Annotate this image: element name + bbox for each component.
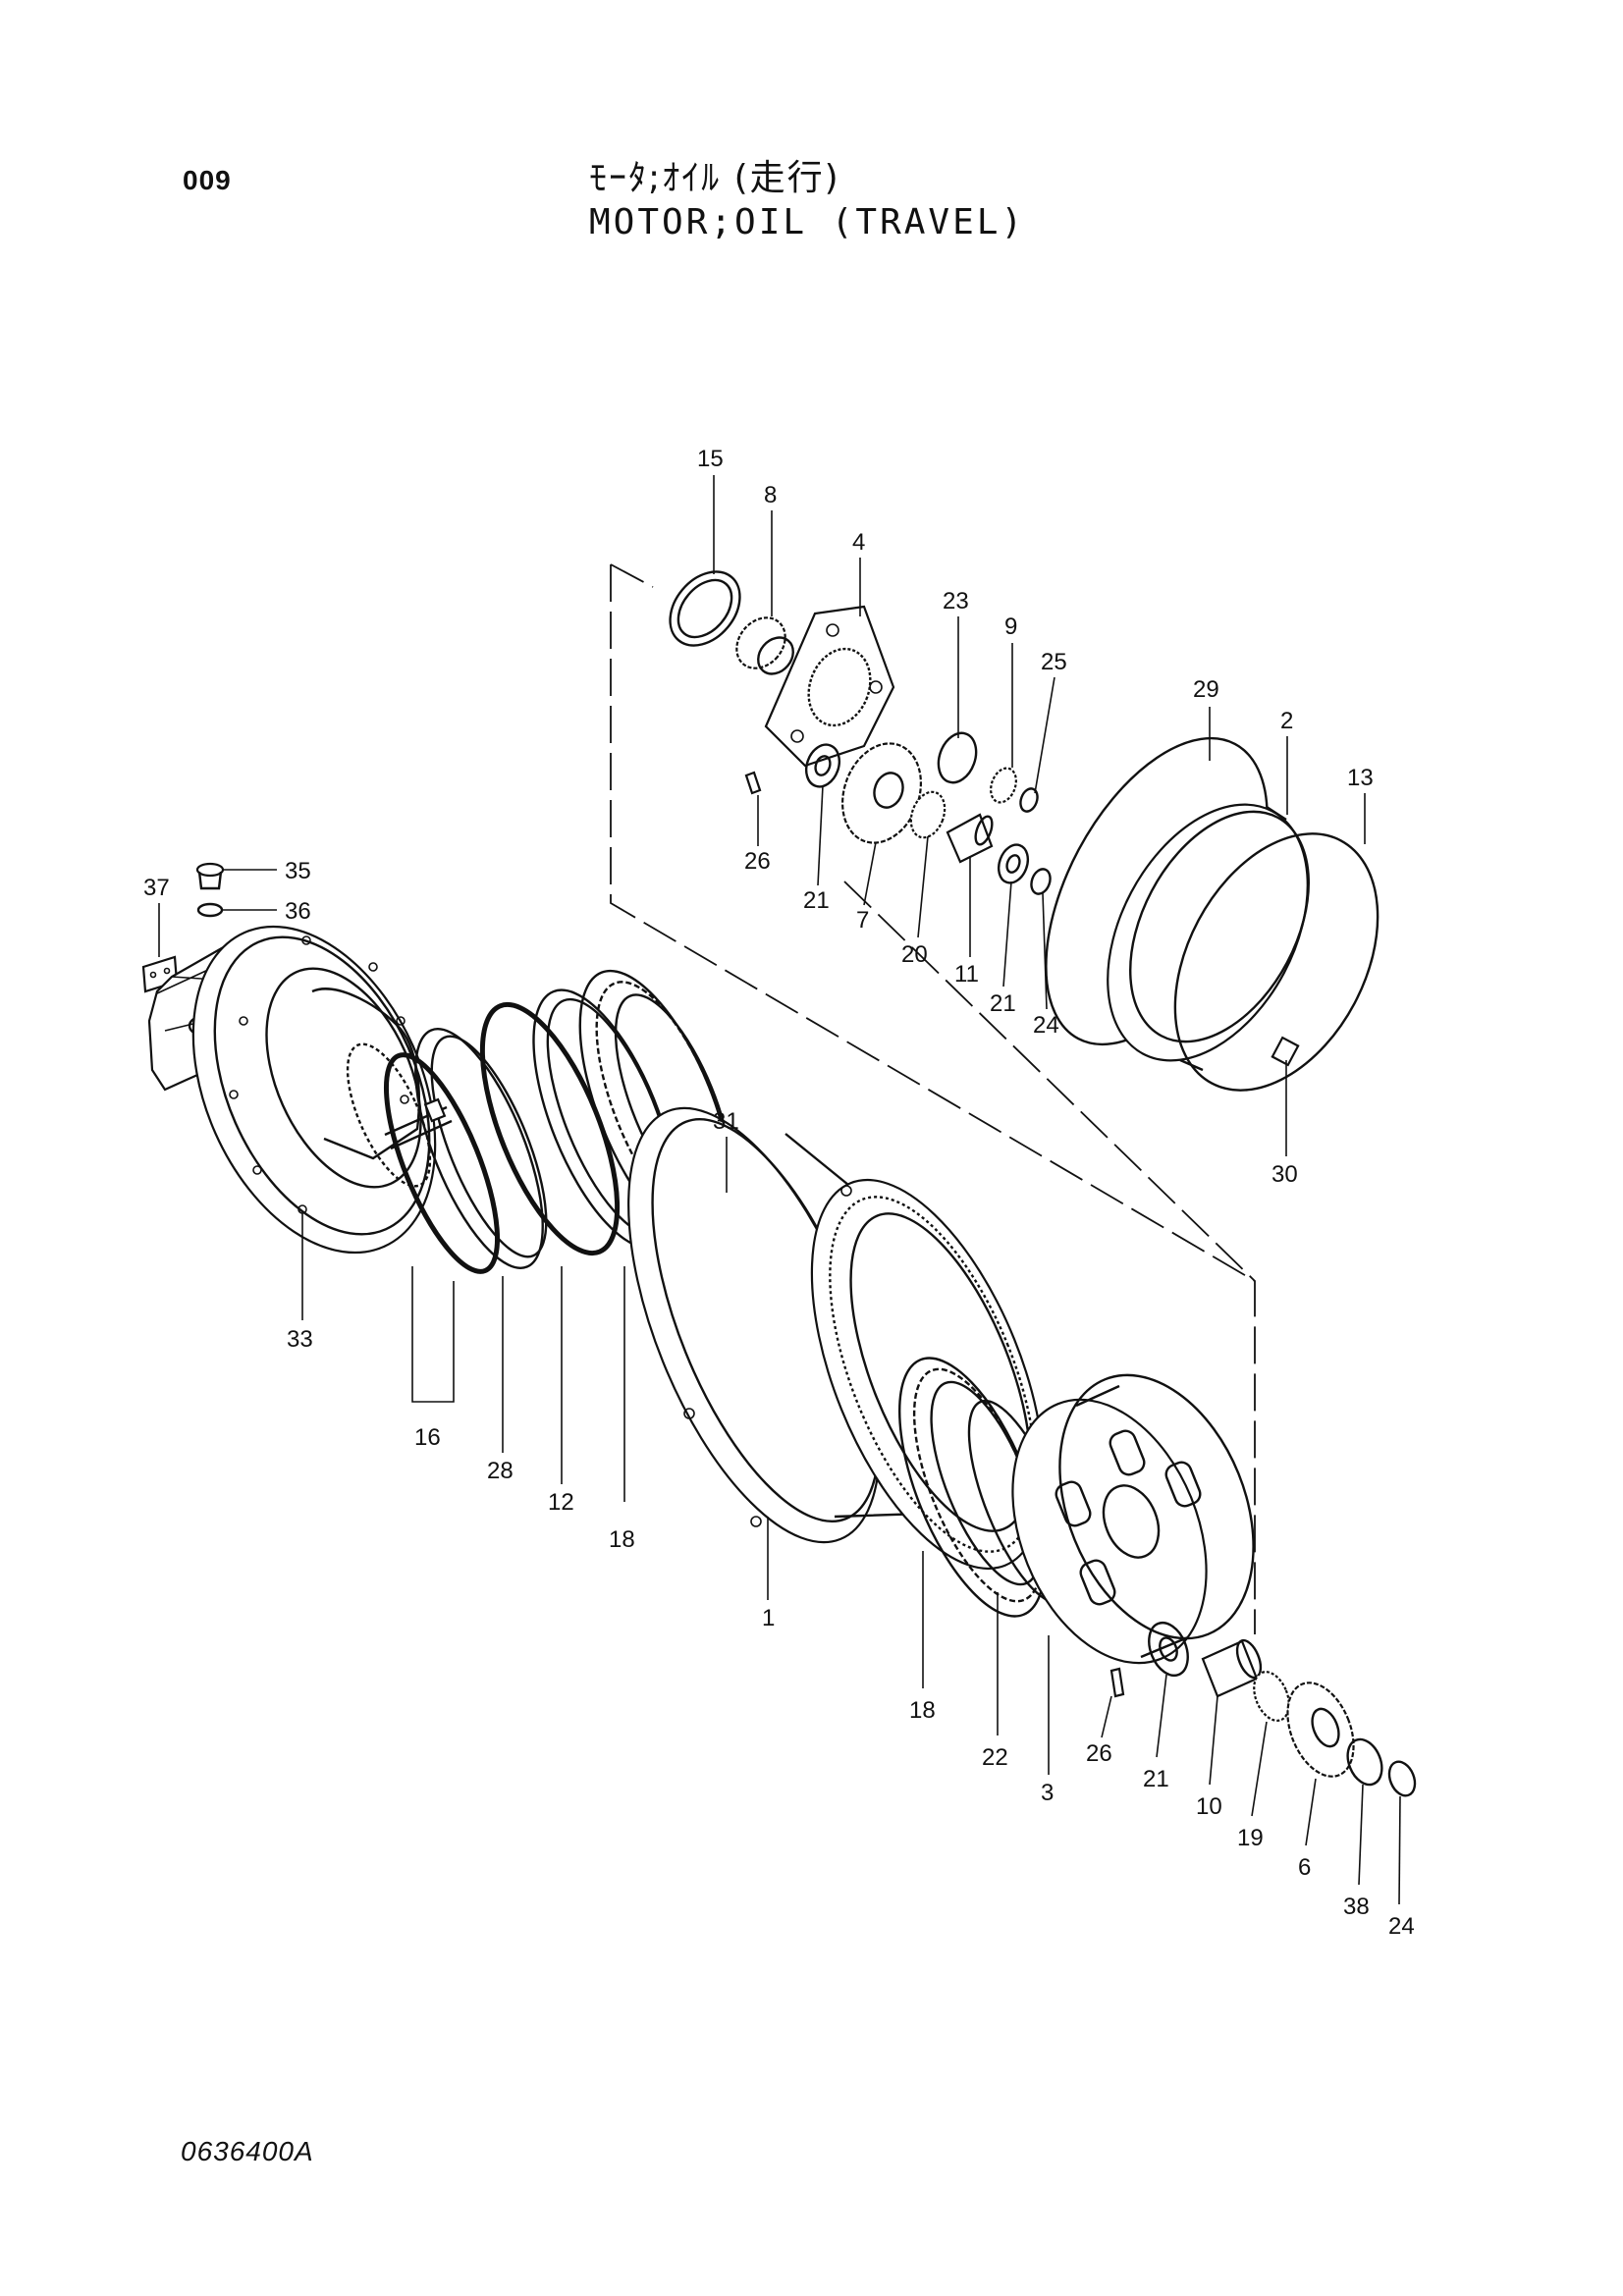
callout-16: 16	[414, 1424, 441, 1451]
part-21-washer-upper-left	[804, 743, 841, 788]
part-1-hub-housing	[627, 1106, 1046, 1571]
part-26-pin-lower	[1109, 1667, 1125, 1698]
part-6-gear	[1286, 1682, 1355, 1778]
callout-38: 38	[1343, 1894, 1370, 1920]
callout-21-upper-right: 21	[990, 990, 1016, 1017]
callout-3: 3	[1041, 1780, 1054, 1806]
part-4-carrier-plate	[764, 605, 895, 768]
callout-15: 15	[697, 446, 724, 472]
callout-labels: 15 8 4 23 9 25 29 2 13 26 21 7 20 11 21 …	[143, 446, 1415, 1940]
callout-25: 25	[1041, 649, 1067, 675]
part-19-gear	[1253, 1671, 1290, 1722]
part-33-travel-motor	[147, 925, 453, 1255]
callout-26-upper: 26	[744, 848, 771, 875]
part-20-gear	[909, 790, 947, 839]
part-3-carrier	[1011, 1373, 1255, 1665]
part-23-washer	[937, 731, 978, 784]
callout-12: 12	[548, 1489, 574, 1516]
callout-24-upper: 24	[1033, 1012, 1059, 1039]
callout-18-left: 18	[609, 1526, 635, 1553]
part-38-washer	[1346, 1737, 1383, 1787]
part-36-o-ring	[196, 902, 224, 918]
callout-8: 8	[764, 482, 777, 508]
part-30-plug	[1271, 1036, 1300, 1067]
part-9-gear	[990, 767, 1017, 804]
callout-26-lower: 26	[1086, 1740, 1112, 1767]
callout-18-right: 18	[909, 1697, 936, 1724]
callout-29: 29	[1193, 676, 1219, 703]
part-2-cover	[1107, 803, 1310, 1072]
callout-21-upper-left: 21	[803, 887, 830, 914]
callout-6: 6	[1298, 1854, 1311, 1881]
callout-36: 36	[285, 898, 311, 925]
part-21-thrust-washer-lower	[1148, 1621, 1189, 1678]
part-24-snap-ring-lower	[1387, 1760, 1417, 1797]
part-25-snap-ring	[1019, 787, 1039, 813]
part-13-ring	[1173, 832, 1380, 1092]
page-number: 009	[183, 165, 232, 195]
callout-22: 22	[982, 1744, 1008, 1771]
part-16-floating-seal	[383, 1028, 548, 1274]
callout-11: 11	[954, 961, 979, 988]
callout-20: 20	[901, 941, 928, 968]
part-8-gear	[735, 616, 794, 675]
callout-13: 13	[1347, 765, 1374, 791]
leader-lines	[158, 475, 1401, 1905]
callout-33: 33	[287, 1326, 313, 1353]
callout-19: 19	[1237, 1825, 1264, 1851]
callout-21-lower: 21	[1143, 1766, 1169, 1792]
callout-1: 1	[762, 1605, 775, 1631]
part-35-plug	[195, 862, 225, 890]
callout-4: 4	[852, 529, 865, 556]
callout-7: 7	[856, 907, 869, 934]
callout-10: 10	[1196, 1793, 1222, 1820]
callout-37: 37	[143, 875, 170, 901]
part-21-washer-upper-right	[997, 843, 1030, 884]
callout-30: 30	[1271, 1161, 1298, 1188]
part-15-thrust-ring	[669, 570, 741, 647]
callout-31: 31	[713, 1108, 739, 1135]
part-26-pin-upper	[744, 771, 762, 795]
part-11-needle-bearing	[946, 813, 994, 864]
part-24-snap-ring-upper	[1030, 868, 1052, 895]
callout-23: 23	[943, 588, 969, 614]
title-english: MOTOR;OIL (TRAVEL)	[589, 202, 1026, 242]
drawing-code: 0636400A	[181, 2136, 314, 2166]
callout-2: 2	[1280, 708, 1293, 734]
title-japanese: ﾓｰﾀ;ｵｲﾙ (走行)	[589, 158, 840, 198]
callout-28: 28	[487, 1458, 514, 1484]
callout-9: 9	[1004, 614, 1017, 640]
assembly-boundary	[610, 563, 1256, 1634]
callout-24-lower: 24	[1388, 1913, 1415, 1940]
callout-35: 35	[285, 858, 311, 884]
